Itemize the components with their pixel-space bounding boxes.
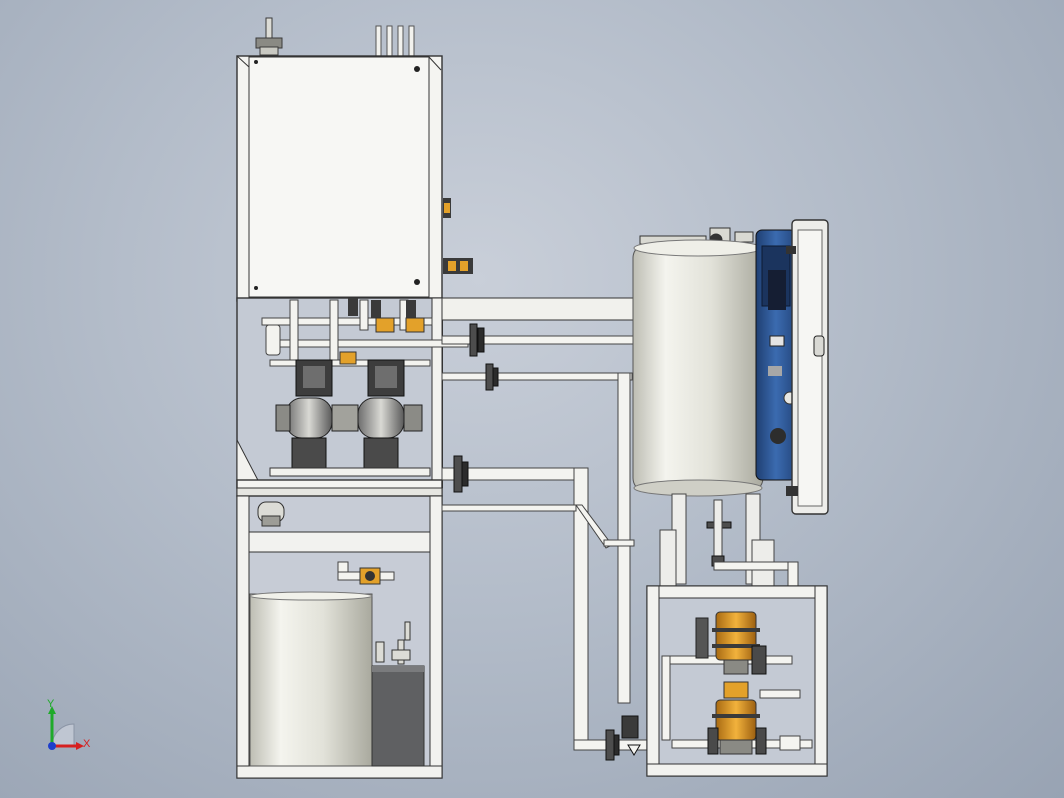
control-panel[interactable] [755, 219, 829, 515]
flange-4 [605, 729, 620, 761]
lower-strainer [257, 501, 285, 527]
left-module[interactable] [236, 17, 473, 779]
flange-1 [469, 323, 485, 357]
flange-2 [485, 363, 499, 391]
upper-cabinet-door[interactable] [248, 56, 430, 298]
coordinate-triad: Y X [47, 698, 91, 750]
vertical-pump-2[interactable] [707, 681, 767, 755]
booster-pump-1[interactable] [275, 359, 333, 469]
storage-tank[interactable] [249, 593, 373, 767]
x-axis-label: X [83, 738, 91, 750]
panel-knob-icon[interactable] [770, 428, 786, 444]
triad-disc [51, 723, 75, 747]
door-screw-icon [414, 279, 420, 285]
top-vent-valve [255, 17, 283, 56]
z-axis-icon [48, 742, 56, 750]
booster-pump-2[interactable] [357, 359, 423, 469]
flange-3 [453, 455, 469, 493]
door-screw-icon [254, 286, 258, 290]
vessel-outlet [706, 499, 732, 567]
chemical-tank[interactable] [371, 665, 425, 767]
pressure-vessel[interactable] [632, 227, 799, 693]
top-pipe-stubs [375, 25, 415, 57]
panel-display [768, 270, 786, 310]
door-screw-icon [254, 60, 258, 64]
door-handle[interactable] [813, 335, 825, 357]
door-screw-icon [414, 66, 420, 72]
y-axis-label: Y [47, 698, 55, 710]
right-pump-skid[interactable] [646, 585, 828, 777]
vertical-pump-1[interactable] [695, 611, 767, 675]
side-gland-lower [443, 258, 473, 274]
pump-base-rail [269, 467, 431, 477]
chemical-tank-fittings [375, 621, 411, 665]
dosing-line [337, 561, 395, 585]
manifold-valves [339, 298, 425, 365]
side-gland-upper [443, 198, 451, 218]
